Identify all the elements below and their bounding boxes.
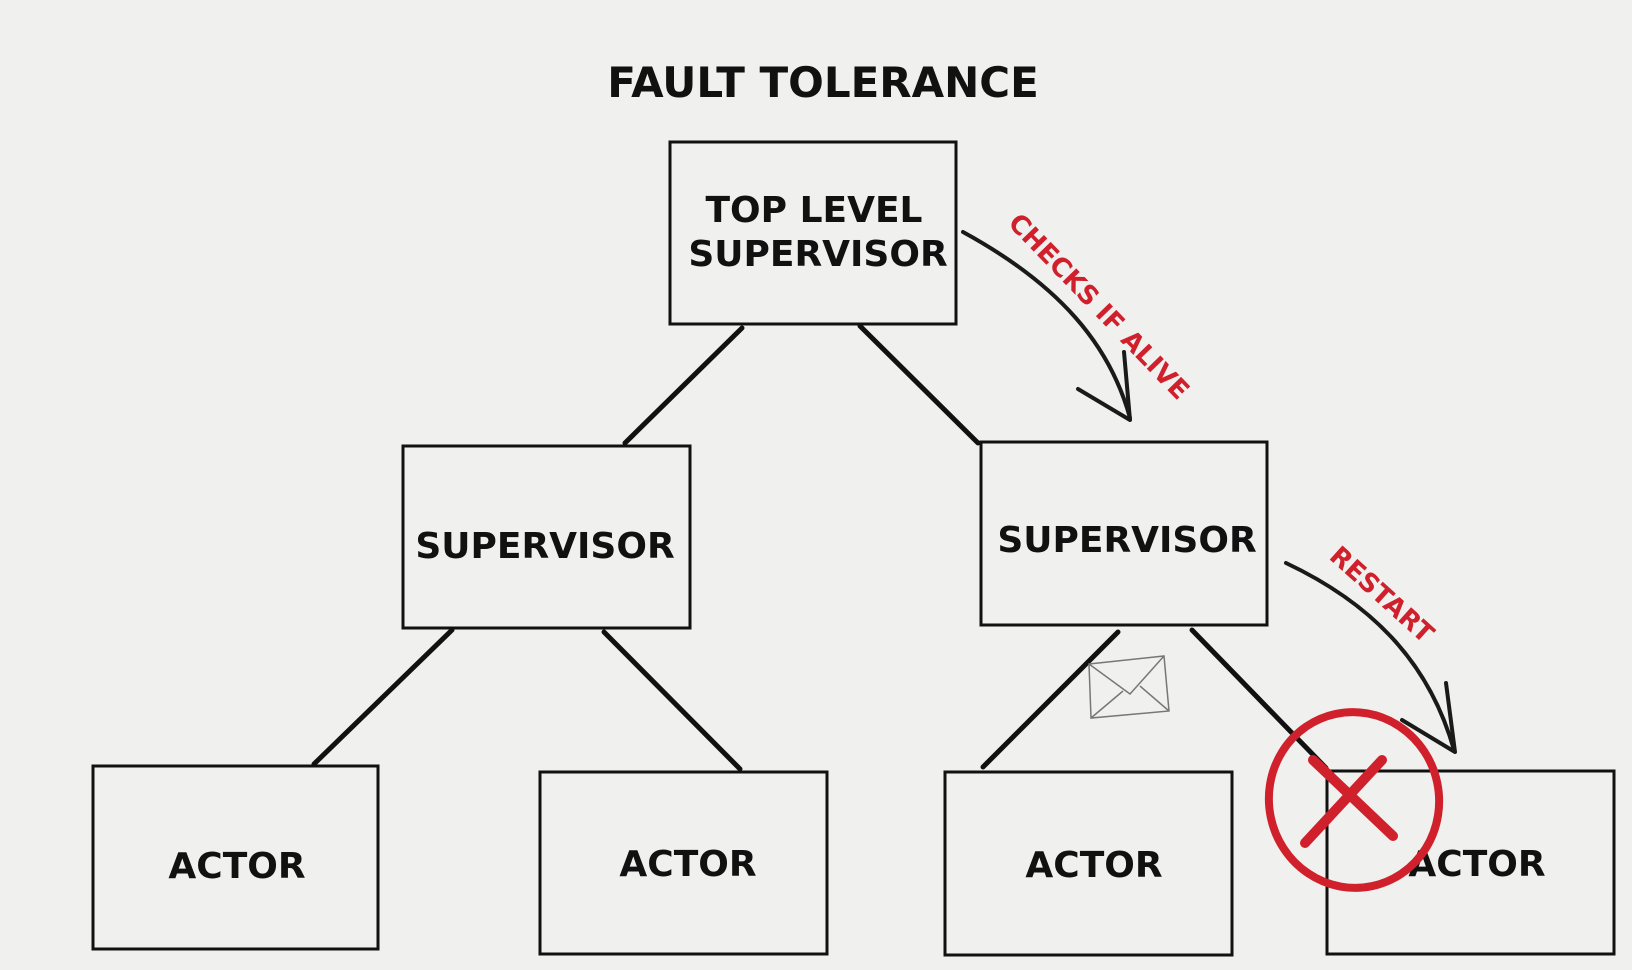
checks-arrow: [961, 230, 1132, 422]
node-top-label-line2: SUPERVISOR: [688, 234, 947, 275]
connector-supervisor-right-to-actor-4: [1189, 627, 1329, 771]
node-supervisor-left-label: SUPERVISOR: [415, 526, 674, 567]
red-x-circle-icon: [1264, 708, 1444, 892]
connector-supervisor-left-to-actor-2: [601, 629, 743, 772]
node-actor-3-label: ACTOR: [1025, 845, 1162, 886]
node-top-label-line1: TOP LEVEL: [705, 190, 922, 231]
envelope-icon: [1088, 655, 1170, 719]
node-actor-4: ACTOR: [1325, 769, 1616, 956]
connectors: [311, 323, 1329, 772]
connector-supervisor-left-to-actor-1: [311, 627, 455, 767]
restart-arrowhead: [1400, 681, 1457, 754]
node-supervisor-right-label: SUPERVISOR: [997, 520, 1256, 561]
diagram-title: FAULT TOLERANCE: [607, 58, 1039, 107]
restart-arrow: [1284, 561, 1457, 754]
node-top-level-supervisor: TOP LEVEL SUPERVISOR: [668, 140, 958, 326]
node-actor-1: ACTOR: [91, 764, 380, 951]
annotation-checks-if-alive: CHECKS IF ALIVE: [1002, 208, 1195, 406]
connector-top-to-supervisor-left: [622, 325, 745, 446]
node-actor-4-label: ACTOR: [1408, 844, 1545, 885]
node-supervisor-right: SUPERVISOR: [979, 440, 1269, 627]
node-actor-3: ACTOR: [943, 770, 1234, 957]
node-actor-2-label: ACTOR: [619, 844, 756, 885]
checks-arrowhead: [1076, 350, 1132, 422]
connector-top-to-supervisor-right: [857, 323, 981, 446]
node-actor-2: ACTOR: [538, 770, 829, 956]
connector-supervisor-right-to-actor-3: [980, 629, 1121, 770]
node-actor-1-label: ACTOR: [168, 846, 305, 887]
node-supervisor-left: SUPERVISOR: [401, 444, 692, 630]
